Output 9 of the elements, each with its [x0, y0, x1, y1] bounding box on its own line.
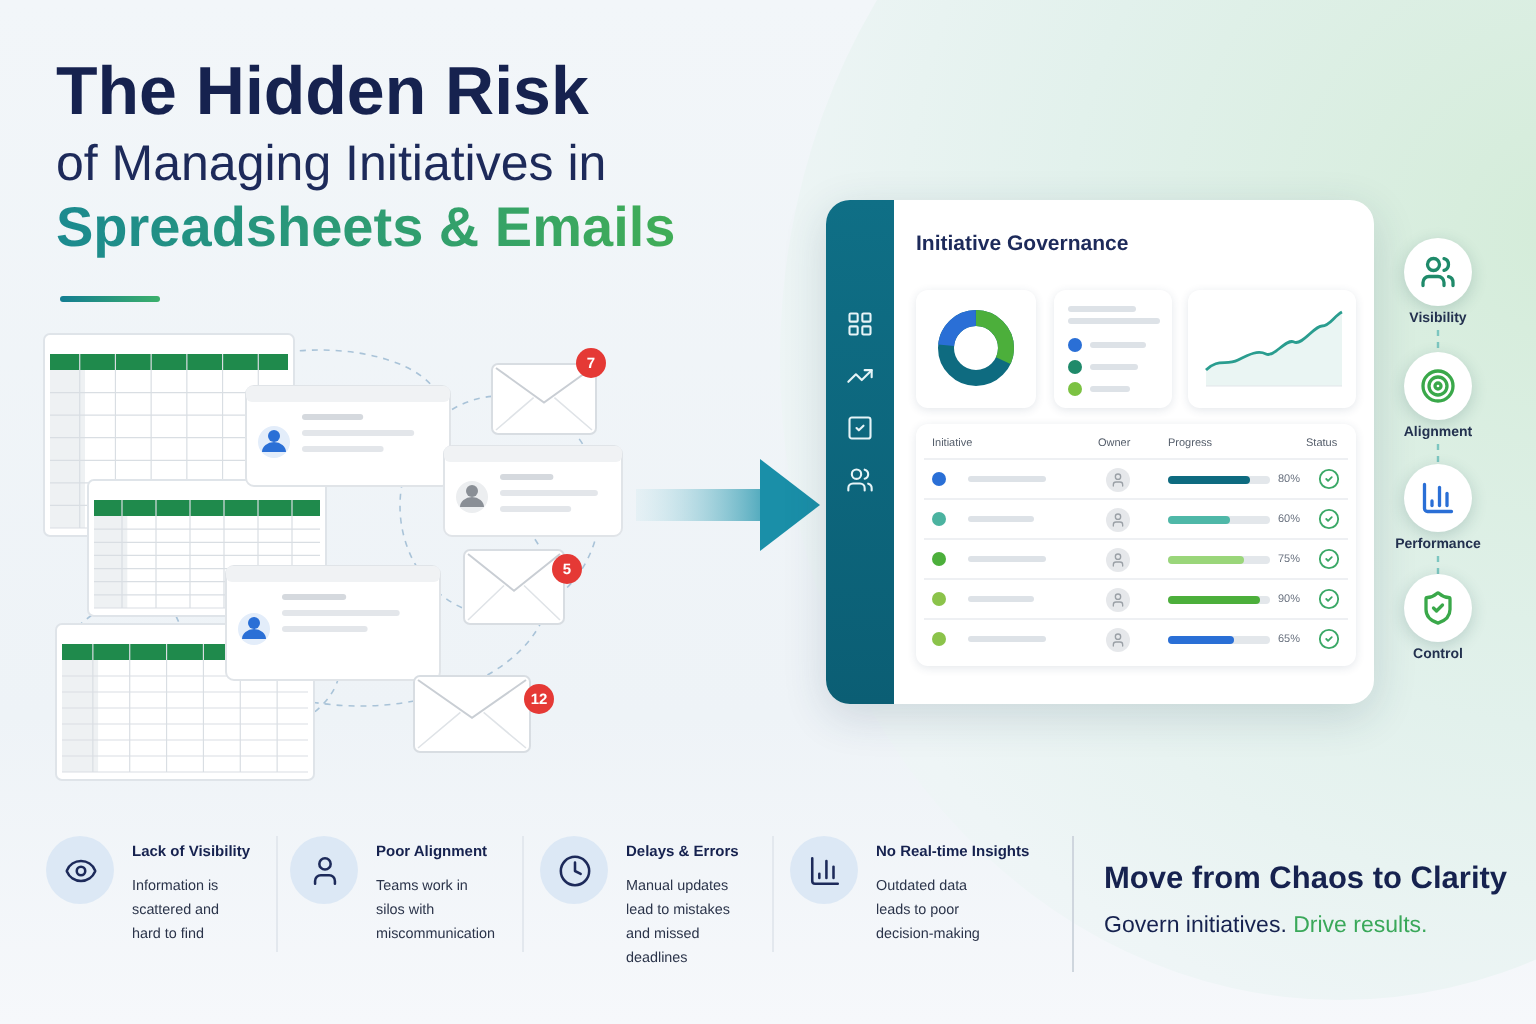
dashed-connector — [1436, 556, 1440, 574]
dashed-connector — [1436, 444, 1440, 464]
dashed-connector — [1436, 330, 1440, 352]
panel-title: Initiative Governance — [916, 232, 1129, 256]
dashboard-panel — [826, 200, 1374, 704]
arrow — [636, 459, 820, 551]
tagline: Govern initiatives. Drive results. — [1104, 914, 1428, 938]
title: The Hidden Risk of Managing Initiatives in Spreadsheets & Emails — [56, 52, 816, 261]
headline: Move from Chaos to Clarity — [1104, 862, 1508, 898]
